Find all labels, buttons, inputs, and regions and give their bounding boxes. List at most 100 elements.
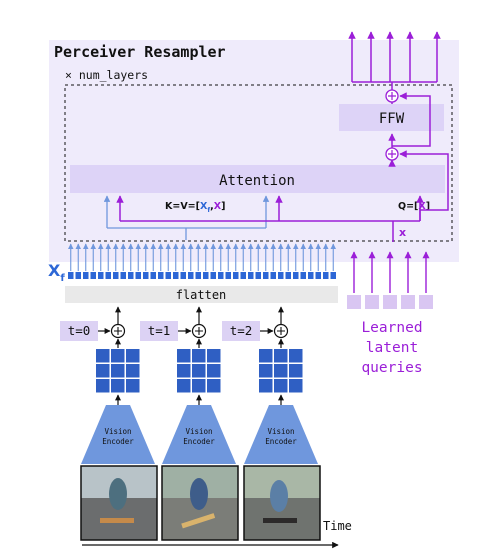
vision-encoder — [162, 405, 236, 464]
feature-grid-cell — [177, 364, 191, 378]
x-label: x — [399, 226, 406, 239]
frame-skater — [109, 478, 127, 510]
token-square — [323, 272, 329, 279]
token-square — [278, 272, 284, 279]
token-row — [68, 272, 336, 279]
feature-grid-cell — [192, 349, 206, 363]
token-square — [143, 272, 149, 279]
token-square — [180, 272, 186, 279]
attention-label: Attention — [219, 173, 295, 189]
time-label: Time — [323, 519, 352, 533]
token-square — [120, 272, 126, 279]
timestep-label: t=1 — [148, 323, 171, 338]
frame-border — [243, 465, 321, 541]
encoder-label-1: Vision — [267, 427, 294, 436]
token-square — [173, 272, 179, 279]
feature-grid-cell — [96, 349, 110, 363]
learned-label-3: queries — [361, 360, 422, 376]
plus-node-cross — [277, 327, 285, 335]
token-square — [83, 272, 89, 279]
latent-query-square — [365, 295, 379, 309]
frame-border — [161, 465, 239, 541]
feature-grid-cell — [207, 349, 221, 363]
encoder-label-1: Vision — [185, 427, 212, 436]
feature-grid-cell — [289, 379, 303, 393]
frame-skateboard — [100, 518, 134, 523]
feature-grid-cell — [111, 349, 125, 363]
feature-grid-cell — [274, 349, 288, 363]
q-label: Q=[X] — [398, 201, 430, 212]
token-square — [158, 272, 164, 279]
learned-label-1: Learned — [361, 320, 422, 336]
token-square — [90, 272, 96, 279]
feature-grid-cell — [259, 349, 273, 363]
feature-grid-cell — [259, 364, 273, 378]
feature-grid-cell — [192, 379, 206, 393]
token-square — [218, 272, 224, 279]
token-square — [233, 272, 239, 279]
timestep-label: t=2 — [230, 323, 253, 338]
num-layers-label: × num_layers — [65, 68, 148, 82]
attention-block — [70, 165, 445, 193]
encoder-label-2: Encoder — [265, 437, 297, 446]
token-square — [195, 272, 201, 279]
feature-grid-cell — [274, 364, 288, 378]
latent-queries — [347, 295, 433, 309]
feature-grid-cell — [96, 364, 110, 378]
feature-grid-cell — [96, 379, 110, 393]
feature-grid-cell — [111, 379, 125, 393]
vision-encoder — [81, 405, 155, 464]
token-square — [285, 272, 291, 279]
timestep-box — [140, 321, 178, 341]
frame-skater — [270, 480, 288, 512]
plus-node-2-cross — [388, 92, 396, 100]
token-square — [113, 272, 119, 279]
latent-query-square — [347, 295, 361, 309]
ffw-block — [339, 104, 444, 131]
layer-box — [64, 84, 453, 242]
token-square — [255, 272, 261, 279]
kv-label: K=V=[Xf,X] — [165, 201, 225, 214]
token-square — [75, 272, 81, 279]
residual-1 — [399, 150, 449, 221]
frame-skater — [190, 478, 208, 510]
frame-skateboard — [263, 518, 297, 523]
xf-label: Xf — [48, 261, 65, 284]
token-square — [98, 272, 104, 279]
feature-grid-cell — [207, 379, 221, 393]
feature-grid-cell — [177, 349, 191, 363]
token-square — [300, 272, 306, 279]
token-square — [150, 272, 156, 279]
feature-grid-cell — [207, 364, 221, 378]
encoder-label-1: Vision — [104, 427, 131, 436]
feature-grid-cell — [126, 349, 140, 363]
flatten-bar — [65, 286, 338, 303]
timestep-box — [60, 321, 98, 341]
timestep-box — [222, 321, 260, 341]
feature-grid-cell — [177, 379, 191, 393]
feature-grid-cell — [289, 349, 303, 363]
token-square — [105, 272, 111, 279]
token-square — [240, 272, 246, 279]
frame-skateboard — [181, 513, 216, 529]
plus-node-cross — [114, 327, 122, 335]
token-arrows — [68, 243, 336, 271]
feature-grid-cell — [274, 379, 288, 393]
ffw-label: FFW — [379, 111, 405, 127]
latent-arrows — [350, 251, 430, 293]
latent-query-square — [383, 295, 397, 309]
encoder-label-2: Encoder — [183, 437, 215, 446]
token-square — [270, 272, 276, 279]
token-square — [188, 272, 194, 279]
feature-grid-cell — [126, 364, 140, 378]
token-square — [308, 272, 314, 279]
learned-label-2: latent — [366, 340, 418, 356]
token-square — [315, 272, 321, 279]
token-square — [293, 272, 299, 279]
plus-node-1-cross — [388, 150, 396, 158]
feature-grid-cell — [192, 364, 206, 378]
